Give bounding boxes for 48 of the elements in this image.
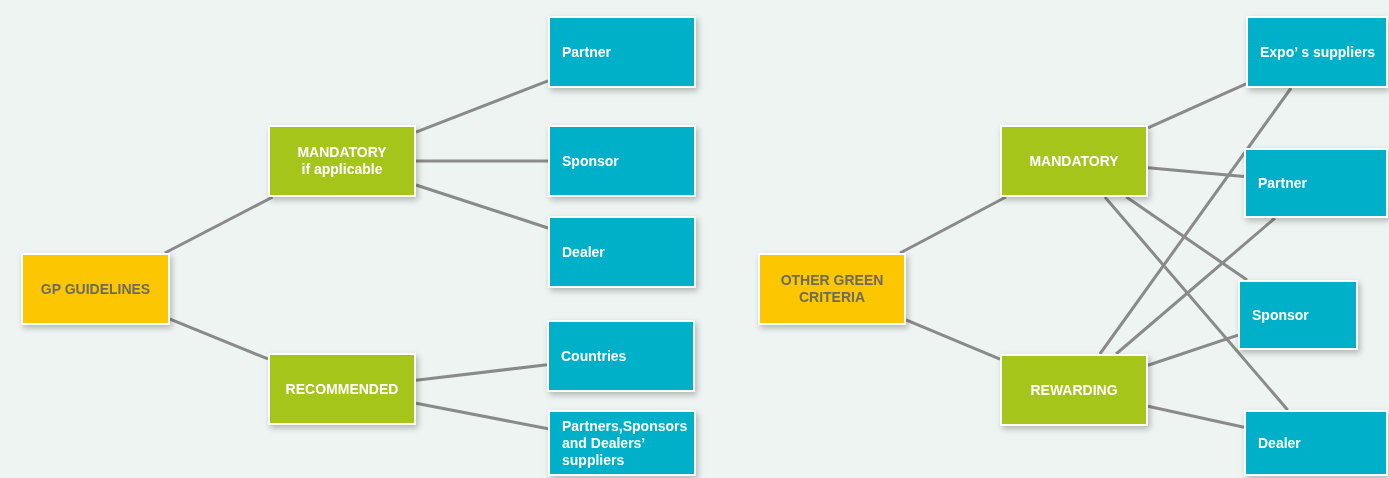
box-label: Sponsor bbox=[1252, 306, 1309, 324]
level-box bbox=[268, 125, 416, 197]
box-label: MANDATORY bbox=[1029, 152, 1119, 170]
connector-line bbox=[1125, 195, 1248, 282]
connector-line bbox=[416, 159, 548, 163]
connector-line bbox=[1103, 196, 1289, 411]
connector-line bbox=[415, 183, 549, 230]
connector-line bbox=[164, 195, 274, 255]
box-label: GP GUIDELINES bbox=[40, 280, 151, 298]
connector-line bbox=[1147, 333, 1239, 367]
connector-line bbox=[1147, 404, 1245, 429]
connector-line bbox=[1115, 216, 1277, 356]
box-label: OTHER GREEN CRITERIA bbox=[779, 272, 885, 306]
stakeholder-box bbox=[1244, 410, 1388, 476]
stakeholder-box bbox=[1246, 16, 1388, 88]
stakeholder-box bbox=[548, 216, 696, 288]
connector-line bbox=[1098, 87, 1293, 355]
box-label: Expo’ s suppliers bbox=[1260, 43, 1376, 61]
connector-line bbox=[1147, 82, 1247, 130]
connector-line bbox=[415, 79, 549, 134]
level-box bbox=[1000, 125, 1148, 197]
connector-line bbox=[899, 195, 1007, 255]
stakeholder-box bbox=[548, 125, 696, 197]
stakeholder-box bbox=[1244, 148, 1388, 218]
stakeholder-box bbox=[1238, 280, 1358, 350]
connector-line bbox=[415, 401, 549, 431]
box-label: Partner bbox=[1258, 174, 1308, 192]
box-label: REWARDING bbox=[1030, 381, 1118, 399]
box-label: Countries bbox=[561, 347, 627, 365]
box-label: MANDATORY bbox=[297, 144, 387, 161]
box-label: Partner bbox=[562, 43, 612, 61]
category-box bbox=[758, 253, 906, 325]
connector-line bbox=[169, 317, 269, 361]
connector-line bbox=[905, 318, 1001, 361]
box-label: if applicable bbox=[301, 161, 383, 178]
level-box bbox=[268, 353, 416, 425]
box-label: Partners,Sponsors and Dealers’ suppliers bbox=[562, 417, 688, 469]
box-label: Dealer bbox=[562, 243, 605, 261]
box-label: Dealer bbox=[1258, 434, 1301, 452]
connector-line bbox=[415, 363, 548, 382]
box-label: RECOMMENDED bbox=[285, 380, 399, 398]
connector-line bbox=[1147, 166, 1245, 178]
stakeholder-box bbox=[547, 320, 695, 392]
box-label: Sponsor bbox=[562, 152, 619, 170]
stakeholder-box bbox=[548, 16, 696, 88]
level-box bbox=[1000, 354, 1148, 426]
stakeholder-box bbox=[548, 410, 696, 476]
category-box bbox=[21, 253, 170, 325]
